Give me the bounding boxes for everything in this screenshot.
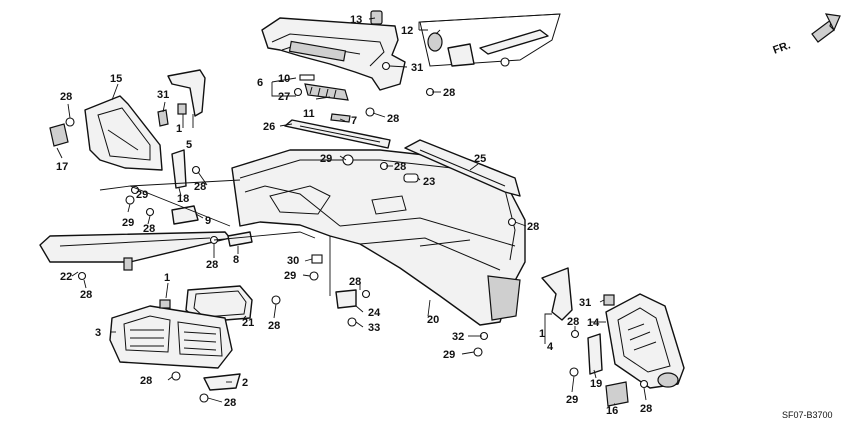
callout: 5: [186, 139, 192, 151]
callout: 10: [278, 73, 290, 85]
callout: 11: [303, 108, 315, 120]
garnish-26[interactable]: [284, 119, 391, 149]
callout: 22: [60, 271, 72, 283]
callout: 30: [287, 255, 299, 267]
callout: 29: [136, 189, 148, 201]
clip-9[interactable]: [171, 205, 199, 225]
fasteners: [65, 61, 649, 403]
callout: 26: [263, 121, 275, 133]
callout: 14: [587, 317, 600, 329]
callout: 25: [474, 153, 486, 165]
callout: 28: [640, 403, 652, 415]
bracket-19[interactable]: [587, 333, 603, 375]
callout: 19: [590, 378, 602, 390]
callout: 28: [194, 181, 206, 193]
clip-1-lower[interactable]: [159, 299, 171, 309]
cover-16[interactable]: [605, 381, 629, 407]
callout: 28: [567, 316, 579, 328]
bracket-18[interactable]: [171, 149, 187, 189]
callout: 1: [176, 123, 182, 135]
callout: 28: [206, 259, 218, 271]
clip-10[interactable]: [299, 74, 315, 81]
callout: 16: [606, 405, 618, 417]
callout: 13: [350, 14, 362, 26]
callout: 28: [80, 289, 92, 301]
callout-numbers: 13 12 31 6 10 27 28 11 7 28 26 31 1 5 15…: [56, 14, 652, 417]
callout: 21: [242, 317, 254, 329]
leader-lines: [56, 13, 647, 405]
callout: 4: [547, 341, 554, 353]
callout: 9: [205, 215, 211, 227]
callout: 6: [257, 77, 263, 89]
callout: 28: [140, 375, 152, 387]
callout: 31: [411, 62, 423, 74]
callout: 2: [242, 377, 248, 389]
callout: 15: [110, 73, 122, 85]
clip-8[interactable]: [227, 231, 253, 247]
callout: 18: [177, 193, 189, 205]
clip-7[interactable]: [330, 113, 351, 123]
callout: 29: [284, 270, 296, 282]
bracket-4[interactable]: [541, 267, 573, 321]
front-direction-label: FR.: [771, 39, 792, 56]
callout: 1: [164, 272, 170, 284]
callout: 31: [157, 89, 169, 101]
diagram-code: SF07-B3700: [782, 410, 833, 420]
callout: 28: [394, 161, 406, 173]
callout: 28: [224, 397, 236, 409]
lock-bracket-12[interactable]: [419, 13, 561, 67]
side-panel-14[interactable]: [605, 293, 685, 389]
callout: 28: [527, 221, 539, 233]
plug-23[interactable]: [403, 173, 419, 183]
vent-frame-21[interactable]: [185, 285, 253, 323]
callout: 29: [443, 349, 455, 361]
cover-17[interactable]: [49, 123, 69, 147]
callout: 29: [320, 153, 332, 165]
callout: 20: [427, 314, 439, 326]
bracket-24[interactable]: [335, 289, 357, 309]
clip-31-left[interactable]: [157, 109, 169, 127]
callout: 31: [579, 297, 591, 309]
bracket-5[interactable]: [167, 69, 206, 117]
front-direction-arrow: FR.: [771, 13, 841, 57]
callout: 8: [233, 254, 239, 266]
clip-30[interactable]: [311, 254, 323, 264]
bracket-2[interactable]: [203, 373, 241, 391]
meter-clip-13[interactable]: [370, 10, 383, 25]
callout: 27: [278, 91, 290, 103]
callout: 7: [351, 115, 357, 127]
garnish-25[interactable]: [404, 139, 521, 197]
callout: 29: [122, 217, 134, 229]
callout: 32: [452, 331, 464, 343]
callout: 28: [268, 320, 280, 332]
callout: 28: [349, 276, 361, 288]
callout: 3: [95, 327, 101, 339]
meter-visor[interactable]: [261, 17, 406, 91]
callout: 23: [423, 176, 435, 188]
callout: 28: [387, 113, 399, 125]
callout: 17: [56, 161, 68, 173]
callout: 28: [443, 87, 455, 99]
callout: 12: [401, 25, 413, 37]
clip-31-right[interactable]: [603, 294, 615, 306]
callout: 33: [368, 322, 380, 334]
reinforcement-22[interactable]: [39, 231, 231, 271]
callout: 29: [566, 394, 578, 406]
callout: 1: [539, 328, 545, 340]
vent-grille-11[interactable]: [304, 83, 349, 101]
callout: 28: [60, 91, 72, 103]
callout: 24: [368, 307, 381, 319]
callout: 28: [143, 223, 155, 235]
side-panel-15[interactable]: [84, 95, 163, 171]
